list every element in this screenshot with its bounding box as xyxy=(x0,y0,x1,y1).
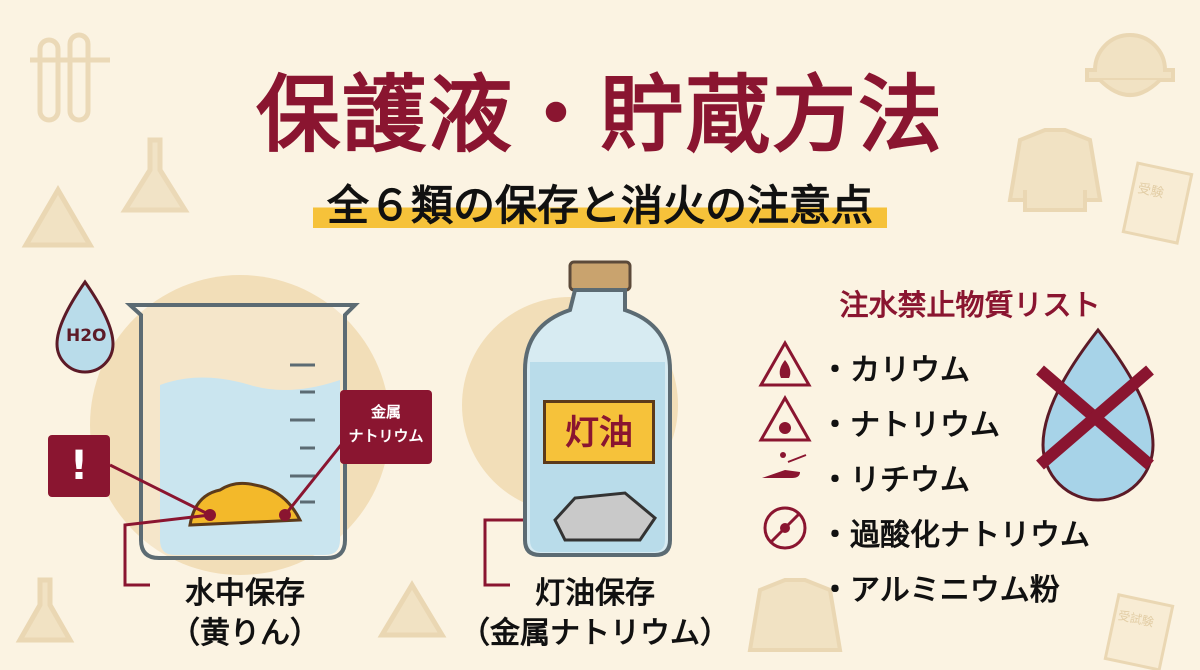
callout-line2: ナトリウム xyxy=(348,427,424,445)
list-item: ・ナトリウム xyxy=(820,408,1000,443)
jacket-icon xyxy=(747,578,843,652)
kerosene-label: 灯油 xyxy=(543,400,655,464)
document-icon xyxy=(1103,161,1194,670)
flask-icon xyxy=(120,137,190,213)
subtitle: 全６類の保存と消火の注意点 xyxy=(312,172,887,233)
middle-caption-2: （金属ナトリウム） xyxy=(460,616,730,651)
helmet-icon xyxy=(1085,33,1175,97)
yellow-phosphorus xyxy=(188,481,303,527)
no-water-list-heading: 注水禁止物質リスト xyxy=(839,288,1101,322)
warning-triangle-icon xyxy=(377,580,447,638)
explosive-warning-icon xyxy=(758,394,812,442)
list-item: ・リチウム xyxy=(820,463,970,498)
sodium-metal xyxy=(553,491,658,542)
list-item: ・過酸化ナトリウム xyxy=(820,518,1090,553)
test-tubes-icon xyxy=(30,32,110,123)
warning-box: ! xyxy=(48,435,110,497)
list-item: ・アルミニウム粉 xyxy=(820,573,1060,608)
water-drop-icon xyxy=(55,279,115,374)
list-item: ・カリウム xyxy=(820,353,970,388)
left-caption-2: （黄りん） xyxy=(170,616,320,651)
h2o-label: H2O xyxy=(66,326,107,346)
page-title: 保護液・貯蔵方法 xyxy=(255,66,944,164)
flammable-warning-icon xyxy=(758,339,812,387)
flask-icon xyxy=(15,577,75,643)
jacket-icon xyxy=(1007,128,1103,212)
no-water-icon xyxy=(1036,327,1155,502)
reactive-hand-icon xyxy=(762,452,807,478)
callout-line1: 金属 xyxy=(370,403,401,421)
no-radiation-icon xyxy=(763,506,807,550)
warning-triangle-icon xyxy=(21,185,95,248)
metal-sodium-callout: 金属 ナトリウム xyxy=(340,390,432,464)
left-caption-1: 水中保存 xyxy=(185,576,305,611)
middle-caption-1: 灯油保存 xyxy=(535,576,655,611)
